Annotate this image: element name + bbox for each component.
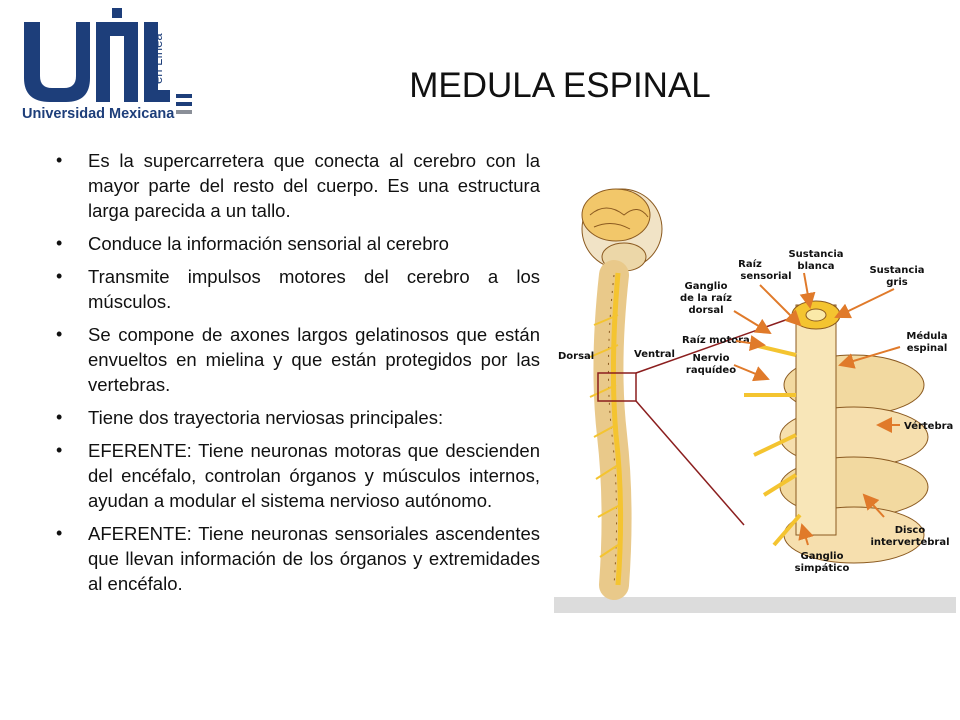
bullet-dot-icon: •: [56, 233, 63, 253]
label-ventral: Ventral: [634, 349, 675, 360]
bullet-text: Es la supercarretera que conecta al cere…: [88, 150, 540, 221]
bullet-item: • Conduce la información sensorial al cer…: [50, 231, 540, 256]
label-dorsal: Dorsal: [558, 351, 594, 362]
bullet-dot-icon: •: [56, 324, 63, 344]
bullet-text: Transmite impulsos motores del cerebro a…: [88, 266, 540, 312]
highlight-box: [597, 372, 637, 402]
label-raiz-motora: Raíz motora: [682, 334, 750, 346]
bullet-text: EFERENTE: Tiene neuronas motoras que des…: [88, 440, 540, 511]
bullet-text: AFERENTE: Tiene neuronas sensoriales asc…: [88, 523, 540, 594]
logo-tagline: en Línea: [150, 33, 165, 84]
bullet-dot-icon: •: [56, 407, 63, 427]
enlarged-vertebrae: [744, 300, 929, 564]
bullet-dot-icon: •: [56, 150, 63, 170]
label-vertebra: Vértebra: [904, 420, 953, 432]
slide-title: MEDULA ESPINAL: [409, 66, 711, 105]
bullet-dot-icon: •: [56, 266, 63, 286]
bullet-dot-icon: •: [56, 440, 63, 460]
pointer-arrows: [733, 272, 901, 546]
bullet-item: • Es la supercarretera que conecta al cer…: [50, 148, 540, 223]
bullet-item: • Tiene dos trayectoria nerviosas princip…: [50, 405, 540, 430]
caption-bar: [554, 597, 956, 613]
logo-wordmark: Universidad Mexicana: [22, 106, 175, 122]
bullet-text: Se compone de axones largos gelatinosos …: [88, 324, 540, 395]
bullet-dot-icon: •: [56, 523, 63, 543]
brain-skull-figure: [581, 188, 663, 272]
bullet-text: Conduce la información sensorial al cere…: [88, 233, 449, 254]
bullet-text: Tiene dos trayectoria nerviosas principa…: [88, 407, 444, 428]
spine-column: [589, 260, 632, 600]
universidad-mexicana-logo: en Línea Universidad Mexicana: [22, 8, 192, 122]
bullet-item: • Transmite impulsos motores del cerebro …: [50, 264, 540, 314]
bullet-item: • AFERENTE: Tiene neuronas sensoriales as…: [50, 521, 540, 596]
bullet-item: • EFERENTE: Tiene neuronas motoras que de…: [50, 438, 540, 513]
bullet-list: • Es la supercarretera que conecta al cer…: [50, 148, 540, 604]
bullet-item: • Se compone de axones largos gelatinosos…: [50, 322, 540, 397]
